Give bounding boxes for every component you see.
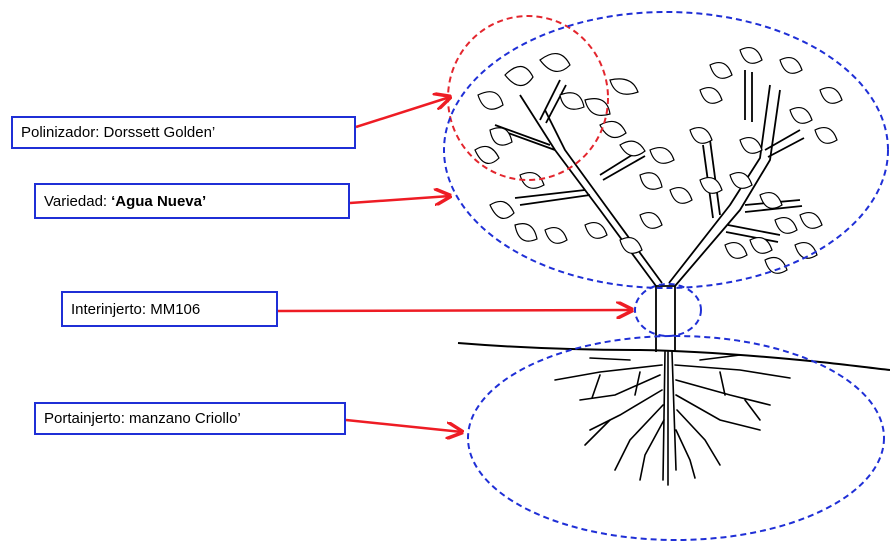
variety-arrow bbox=[350, 196, 450, 203]
variety-label-prefix: Variedad: bbox=[44, 193, 107, 210]
roots bbox=[555, 352, 790, 485]
trunk bbox=[656, 286, 675, 352]
rootstock-label-text: Portainjerto: manzano Criollo’ bbox=[44, 410, 241, 427]
variety-label-value: ‘Agua Nueva’ bbox=[111, 193, 206, 210]
interstock-arrow bbox=[278, 310, 632, 311]
interstock-label: Interinjerto: MM106 bbox=[61, 291, 278, 327]
pollinator-label: Polinizador: Dorssett Golden’ bbox=[11, 116, 356, 149]
rootstock-label: Portainjerto: manzano Criollo’ bbox=[34, 402, 346, 435]
pollinator-circle bbox=[448, 16, 608, 180]
pollinator-arrow bbox=[356, 97, 450, 127]
pollinator-label-text: Polinizador: Dorssett Golden’ bbox=[21, 124, 215, 141]
variety-label: Variedad: ‘Agua Nueva’ bbox=[34, 183, 350, 219]
leaves bbox=[475, 48, 842, 274]
rootstock-arrow bbox=[346, 420, 462, 432]
interstock-label-text: Interinjerto: MM106 bbox=[71, 301, 200, 318]
interstock-circle bbox=[635, 284, 701, 336]
rootstock-circle bbox=[468, 336, 884, 540]
